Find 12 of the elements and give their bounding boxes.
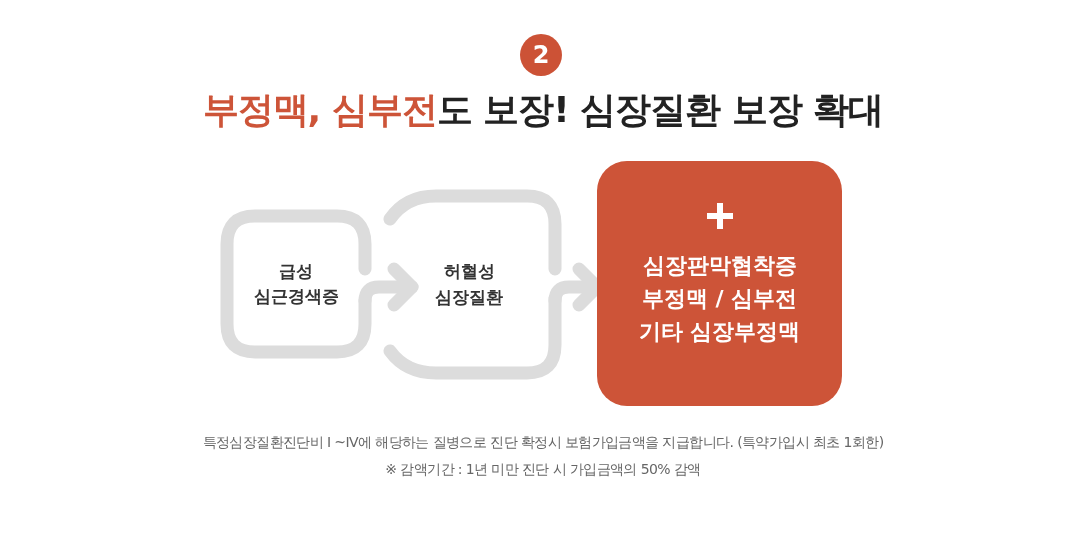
disease-label: 심장판막협착증	[642, 252, 797, 280]
disease-label: 기타 심장부정맥	[638, 318, 801, 346]
highlight-box	[597, 161, 842, 406]
disease-label: 부정맥 / 심부전	[641, 285, 798, 313]
disease-label: 급성 심근경색증	[252, 259, 340, 308]
disease-label: 허혈성 심장질환	[434, 260, 504, 309]
title: 부정맥, 심부전도 보장! 심장질환 보장 확대	[201, 88, 885, 132]
arrow	[358, 262, 419, 312]
footnote: ※ 감액기간 : 1년 미만 진단 시 가입금액의 50% 감액	[384, 461, 702, 479]
footnote: 특정심장질환진단비 Ⅰ ~IV에 해당하는 질병으로 진단 확정시 보험가입금액을 지급합니다. (특약가입시 최초 1회한)	[201, 434, 885, 452]
step-number: 2	[520, 34, 562, 76]
process-box	[220, 209, 372, 359]
